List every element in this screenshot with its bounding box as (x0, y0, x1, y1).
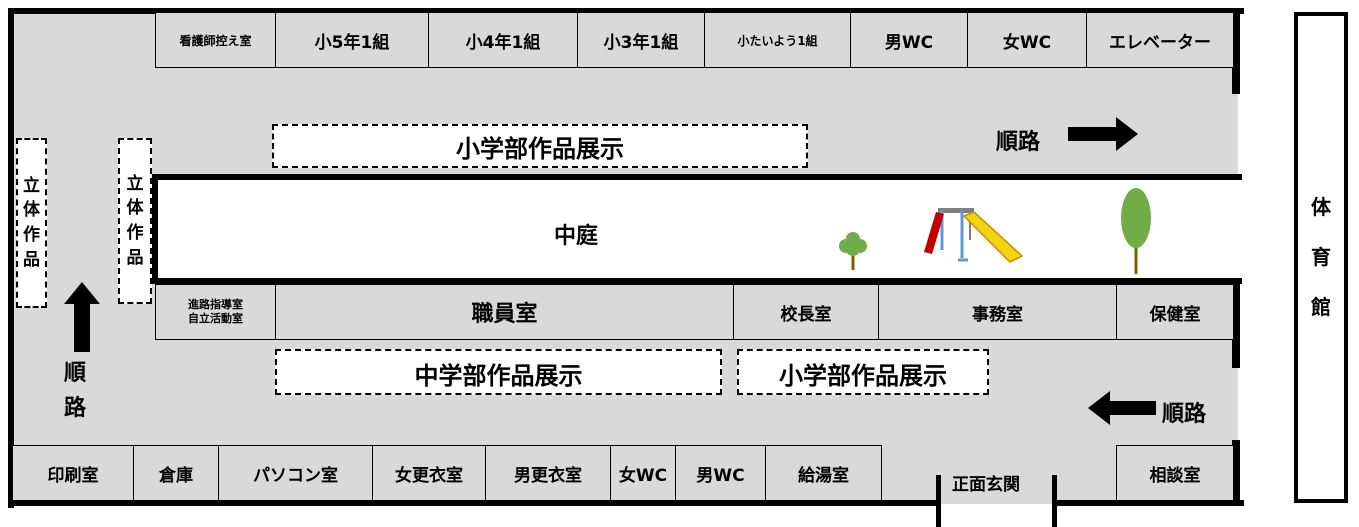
route-arrow-right-icon (1068, 117, 1138, 151)
room-3rd-grade-1: 小3年1組 (577, 12, 705, 68)
room-taiyou-1: 小たいよう1組 (704, 12, 851, 68)
room-5th-grade-1: 小5年1組 (275, 12, 429, 68)
room-career-guidance: 進路指導室 自立活動室 (155, 284, 276, 340)
wall-right-bottom (1232, 440, 1240, 506)
room-printing: 印刷室 (12, 445, 134, 501)
exhibit-elementary-lower: 小学部作品展示 (737, 349, 989, 395)
room-computer: パソコン室 (218, 445, 373, 501)
wall-bottom-right (1052, 500, 1244, 506)
wall-right-middle (1232, 284, 1240, 368)
wall-top (8, 8, 1244, 14)
route-label-bottom: 順路 (1162, 402, 1207, 427)
tall-tree-icon (1121, 188, 1151, 274)
route-label-vertical: 順 路 (64, 361, 87, 422)
small-tree-icon (839, 232, 867, 270)
route-arrow-left-icon (1088, 391, 1156, 425)
room-women-wc-bottom: 女WC (610, 445, 676, 501)
room-principal: 校長室 (733, 284, 879, 340)
room-women-wc-top: 女WC (967, 12, 1087, 68)
route-arrow-up-icon (64, 282, 100, 352)
gymnasium: 体 育 館 (1294, 12, 1348, 503)
room-4th-grade-1: 小4年1組 (428, 12, 578, 68)
room-elevator: エレベーター (1086, 12, 1234, 68)
room-storage: 倉庫 (133, 445, 219, 501)
courtyard: 中庭 (152, 174, 1242, 284)
room-men-changing: 男更衣室 (485, 445, 611, 501)
exhibit-junior-high: 中学部作品展示 (275, 349, 722, 395)
room-staff-room: 職員室 (275, 284, 734, 340)
route-label-top: 順路 (996, 130, 1041, 155)
slide-playground-icon (924, 208, 1024, 263)
room-men-wc-bottom: 男WC (675, 445, 766, 501)
room-men-wc-top: 男WC (850, 12, 968, 68)
exhibit-elementary-upper: 小学部作品展示 (272, 124, 808, 168)
wall-bottom-left (8, 500, 940, 506)
room-nurse-lounge: 看護師控え室 (155, 12, 276, 68)
exhibit-solid-works-left: 立 体 作 品 (16, 138, 47, 308)
courtyard-label: 中庭 (554, 224, 599, 249)
wall-left (8, 8, 14, 508)
main-entrance-label: 正面玄関 (952, 475, 1020, 495)
exhibit-solid-works-right: 立 体 作 品 (118, 138, 152, 304)
room-consultation: 相談室 (1116, 445, 1234, 501)
entrance-post-left (936, 475, 941, 527)
room-women-changing: 女更衣室 (372, 445, 486, 501)
wall-right-top (1232, 8, 1240, 94)
room-kitchenette: 給湯室 (765, 445, 882, 501)
room-infirmary: 保健室 (1116, 284, 1234, 340)
room-office: 事務室 (878, 284, 1117, 340)
entrance-post-right (1052, 475, 1057, 527)
